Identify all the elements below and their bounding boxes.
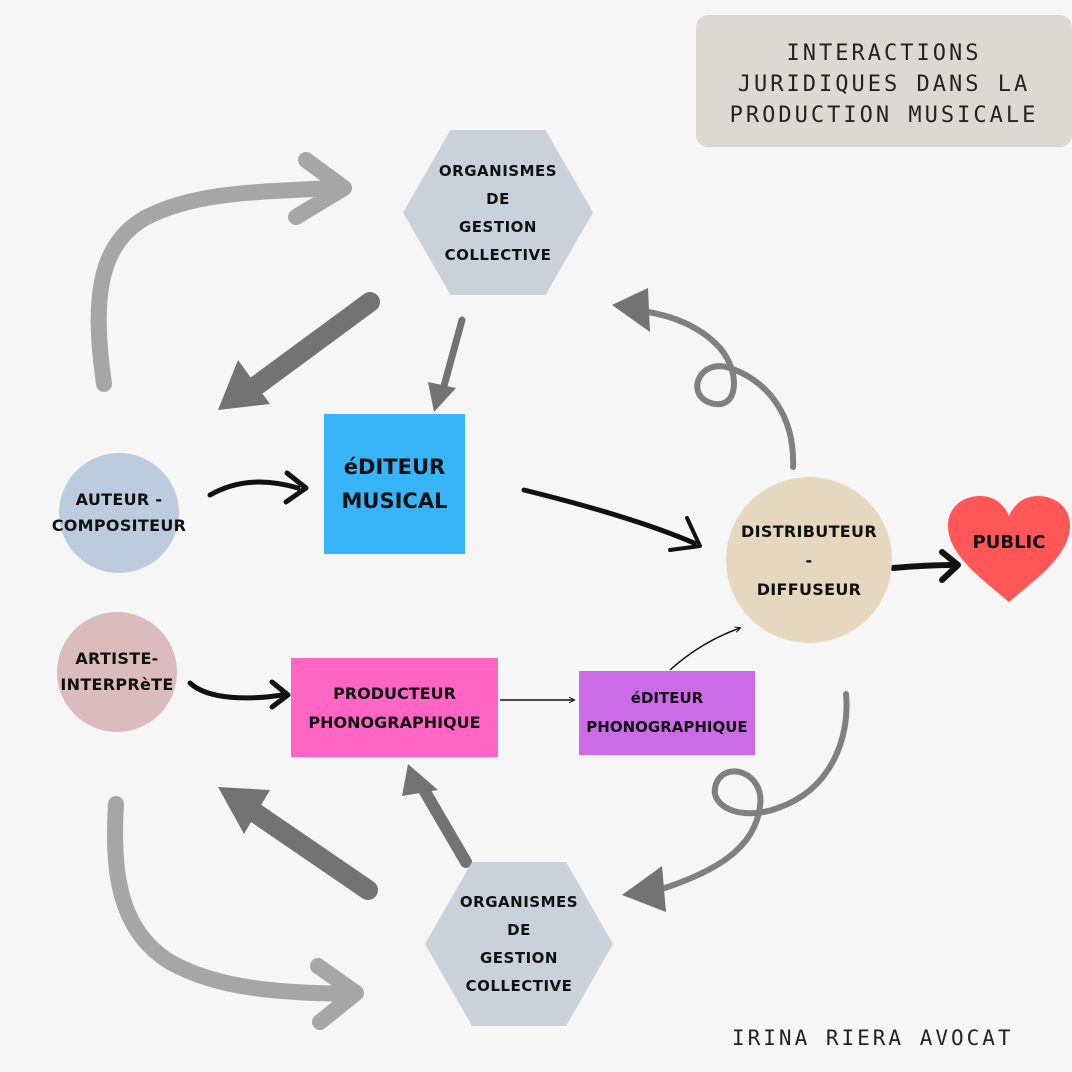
title-line: INTERACTIONS	[786, 40, 982, 66]
node-label: éDITEUR	[343, 455, 446, 479]
node-artiste-interprete: ARTISTE- INTERPRèTE	[57, 612, 177, 732]
node-producteur-phonographique: PRODUCTEUR PHONOGRAPHIQUE	[291, 658, 498, 757]
arrow-artiste-to-ogc-bottom	[107, 796, 364, 1030]
arrow-distributeur-to-ogc-top	[612, 288, 797, 470]
title-line: PRODUCTION MUSICALE	[729, 102, 1039, 128]
node-editeur-phonographique: éDITEUR PHONOGRAPHIQUE	[579, 671, 755, 755]
arrow-editeur-musical-to-distributeur	[521, 487, 702, 552]
arrow-ogc-bottom-to-producteur	[402, 764, 472, 868]
node-label: PRODUCTEUR	[333, 683, 456, 703]
node-label: -	[805, 550, 813, 570]
node-label: DE	[486, 189, 510, 208]
node-label: DISTRIBUTEUR	[741, 521, 877, 541]
arrow-ogc-top-to-auteur	[218, 292, 380, 410]
node-label: ARTISTE-	[75, 649, 159, 668]
arrow-auteur-to-editeur-musical	[207, 470, 309, 505]
arrow-ogc-bottom-to-artiste	[218, 787, 378, 900]
node-editeur-musical: éDITEUR MUSICAL	[324, 414, 465, 554]
node-label: MUSICAL	[341, 489, 448, 513]
credit-text: IRINA RIERA AVOCAT	[732, 1026, 1014, 1050]
node-label: PHONOGRAPHIQUE	[308, 712, 481, 732]
node-label: DIFFUSEUR	[756, 579, 862, 599]
node-label: DE	[507, 921, 531, 939]
node-label: PHONOGRAPHIQUE	[586, 718, 748, 736]
node-label: COLLECTIVE	[444, 245, 552, 264]
node-label: AUTEUR -	[75, 490, 163, 509]
arrow-artiste-to-producteur	[187, 679, 291, 710]
node-label: ORGANISMES	[459, 893, 579, 911]
node-label: COLLECTIVE	[465, 977, 573, 995]
node-label: ORGANISMES	[438, 161, 558, 180]
arrow-distributeur-to-public	[890, 549, 961, 583]
arrow-distributeur-to-ogc-bottom	[622, 691, 850, 912]
node-distributeur-diffuseur: DISTRIBUTEUR - DIFFUSEUR	[726, 477, 892, 643]
title-line: JURIDIQUES DANS LA	[737, 71, 1031, 97]
heart-icon	[948, 496, 1070, 602]
node-auteur-compositeur: AUTEUR - COMPOSITEUR	[52, 453, 186, 573]
node-label: COMPOSITEUR	[51, 516, 187, 535]
arrow-auteur-to-ogc-top	[90, 152, 352, 392]
node-label: GESTION	[459, 217, 537, 236]
title-box: INTERACTIONS JURIDIQUES DANS LA PRODUCTI…	[696, 15, 1072, 147]
node-label: éDITEUR	[630, 689, 704, 707]
node-label: GESTION	[480, 949, 558, 967]
public-label: PUBLIC	[972, 532, 1046, 553]
node-label: INTERPRèTE	[60, 675, 174, 694]
arrow-editeur-phono-to-distributeur	[669, 628, 740, 671]
arrow-ogc-top-to-editeur-musical	[428, 316, 466, 412]
